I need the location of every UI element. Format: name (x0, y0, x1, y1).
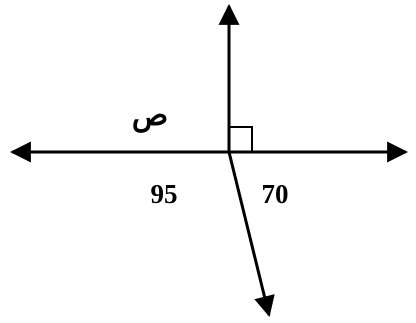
label-unknown-angle: ص (132, 99, 168, 133)
label-angle-70: 70 (262, 179, 289, 209)
slanted-ray (227, 151, 275, 318)
label-angle-95: 95 (151, 179, 178, 209)
right-angle-marker (229, 126, 253, 152)
